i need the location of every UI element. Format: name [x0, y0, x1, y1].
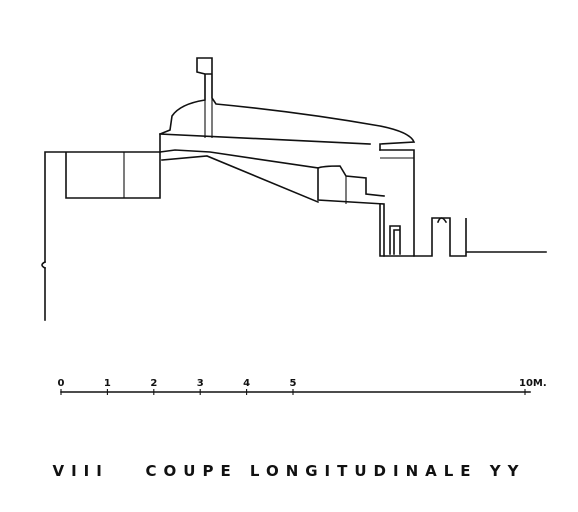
scale-tick-label: 1	[104, 378, 111, 389]
vault-dome	[159, 57, 416, 153]
right-tower	[379, 149, 415, 257]
scale-bar: 0 1 2 3 4 5 10M.	[58, 378, 547, 395]
left-wall	[41, 151, 161, 321]
scale-tick-label: 0	[58, 378, 65, 389]
interior-ramp	[159, 149, 385, 257]
scale-tick-label: 10M.	[519, 378, 547, 389]
scale-tick-label: 2	[150, 378, 157, 389]
plate-title: COUPE LONGITUDINALE YY	[145, 462, 526, 480]
plate-caption: VIII COUPE LONGITUDINALE YY	[0, 462, 578, 480]
scale-tick-label: 4	[243, 378, 250, 389]
ground-line	[413, 217, 547, 257]
plate-number: VIII	[52, 462, 109, 480]
scale-tick-label: 3	[197, 378, 204, 389]
scale-tick-label: 5	[290, 378, 297, 389]
